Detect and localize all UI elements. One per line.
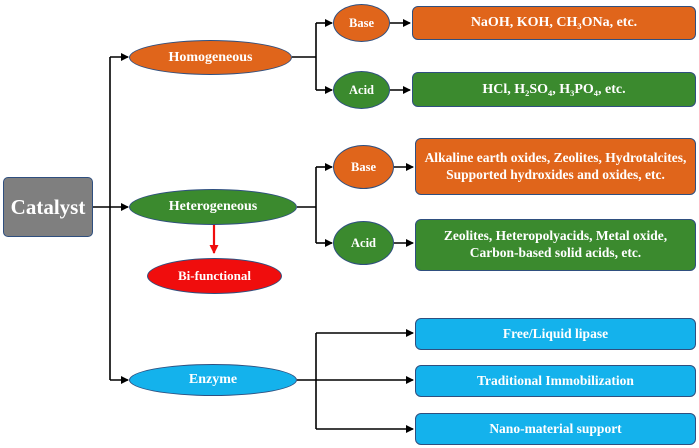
enzyme-option-box: Traditional Immobilization [415,365,696,397]
heterogeneous-base-examples: Alkaline earth oxides, Zeolites, Hydrota… [424,149,687,182]
heterogeneous-base-node: Base [333,145,394,189]
homogeneous-base-examples-box: NaOH, KOH, CH₃ONa, etc. [412,6,696,40]
heterogeneous-acid-examples-box: Zeolites, Heteropolyacids, Metal oxide, … [415,219,696,271]
heterogeneous-base-label: Base [351,159,376,174]
heterogeneous-node: Heterogeneous [129,189,297,225]
homogeneous-base-examples: NaOH, KOH, CH₃ONa, etc. [470,15,638,31]
heterogeneous-base-examples-box: Alkaline earth oxides, Zeolites, Hydrota… [415,138,696,195]
heterogeneous-label: Heterogeneous [168,199,258,214]
homogeneous-base-label: Base [349,15,374,30]
enzyme-option-label: Free/Liquid lipase [502,325,609,341]
enzyme-node: Enzyme [129,364,297,396]
homogeneous-label: Homogeneous [168,49,253,65]
heterogeneous-acid-label: Acid [351,235,376,250]
enzyme-label: Enzyme [188,372,238,387]
heterogeneous-acid-examples: Zeolites, Heteropolyacids, Metal oxide, … [443,228,668,260]
homogeneous-base-node: Base [333,4,390,42]
homogeneous-acid-examples-box: HCl, H₂SO₄, H₃PO₄, etc. [412,72,696,107]
bifunctional-label: Bi-functional [178,268,251,283]
homogeneous-node: Homogeneous [129,40,292,75]
enzyme-option-label: Traditional Immobilization [477,372,634,388]
homogeneous-acid-examples: HCl, H₂SO₄, H₃PO₄, etc. [482,81,626,97]
heterogeneous-acid-node: Acid [333,221,394,265]
homogeneous-acid-node: Acid [333,71,390,109]
enzyme-option-box: Free/Liquid lipase [415,318,696,350]
enzyme-option-box: Nano-material support [415,413,696,445]
catalyst-label: Catalyst [10,194,86,219]
enzyme-option-label: Nano-material support [489,420,622,436]
catalyst-node: Catalyst [3,177,93,237]
homogeneous-acid-label: Acid [349,82,374,97]
bifunctional-node: Bi-functional [147,258,282,294]
